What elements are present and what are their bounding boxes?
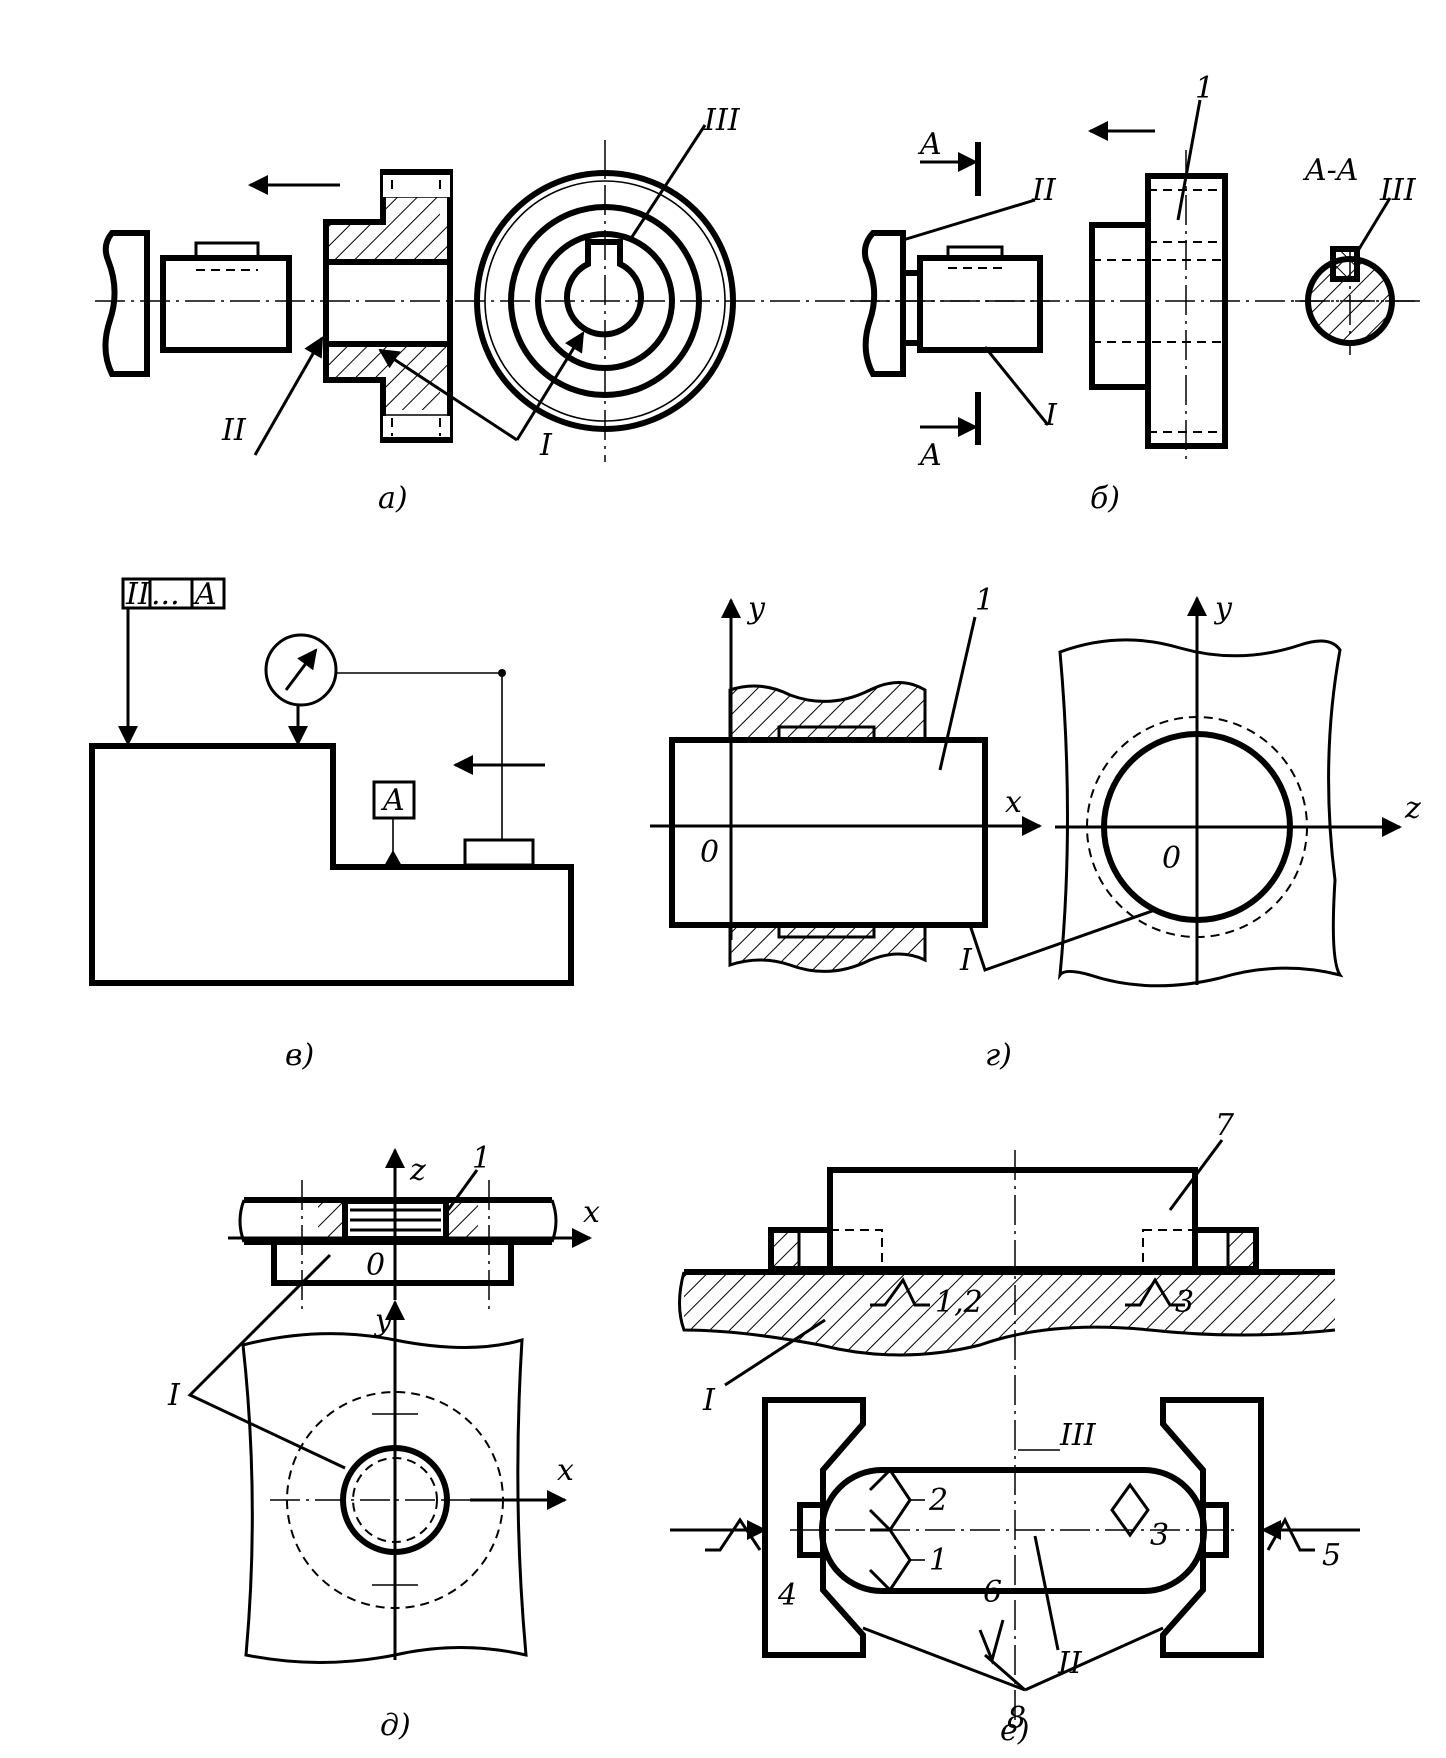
key-a [194, 241, 260, 260]
axis-g-z: z [1404, 791, 1421, 826]
stepped-part [89, 743, 574, 986]
shaft-end-b [861, 230, 906, 377]
label-d-I: I [167, 1378, 181, 1413]
label-b-AA: A-A [1302, 153, 1358, 188]
shaft-end-a [102, 230, 150, 377]
shaft-body-a [160, 255, 292, 353]
caption-e: е) [1000, 1713, 1029, 1748]
label-e-12: 1,2 [935, 1285, 983, 1320]
label-e-2: 2 [928, 1483, 948, 1518]
axis-d-x2: x [557, 1453, 574, 1488]
label-a-I: I [539, 428, 553, 463]
tol-frame-dots: ... [151, 577, 180, 612]
axis-g-y2: y [1213, 591, 1233, 626]
axis-d-0: 0 [366, 1248, 385, 1283]
dial-indicator [264, 633, 338, 707]
datum-box [372, 780, 416, 820]
label-d-1: 1 [472, 1141, 491, 1176]
label-e-II: II [1057, 1646, 1083, 1681]
label-e-4: 4 [777, 1578, 797, 1613]
axis-g-x: x [1005, 785, 1022, 820]
datum-A: A [380, 783, 405, 818]
caption-a: а) [378, 481, 408, 516]
axis-d-y: y [373, 1303, 393, 1338]
label-g-1: 1 [975, 583, 994, 618]
housing-g [1057, 638, 1344, 988]
label-e-1: 1 [929, 1543, 948, 1578]
panel-g: y x 0 1 y z 0 I г) [650, 583, 1421, 1073]
label-b-III: III [1379, 173, 1417, 208]
caption-g: г) [985, 1038, 1012, 1073]
end-view-a [474, 140, 736, 462]
panel-d: z x 0 1 y x I д) [167, 1141, 600, 1743]
label-a-II: II [221, 413, 247, 448]
panel-v: II ... A A в) [89, 577, 574, 1073]
label-e-6: 6 [983, 1575, 1002, 1610]
jaw-right [1160, 1397, 1264, 1658]
label-e-3-top: 3 [1175, 1285, 1194, 1320]
axis-d-z: z [409, 1153, 426, 1188]
tolerance-frame [121, 577, 226, 610]
label-a-III: III [703, 103, 741, 138]
gear-section-a [323, 169, 453, 443]
caption-b: б) [1090, 481, 1120, 516]
label-e-I: I [702, 1383, 716, 1418]
section-view-AA [1295, 246, 1420, 355]
label-e-5: 5 [1322, 1538, 1341, 1573]
block-7 [827, 1167, 1198, 1272]
axis-d-x: x [583, 1195, 600, 1230]
caption-v: в) [285, 1038, 314, 1073]
label-b-I: I [1044, 398, 1058, 433]
label-e-3: 3 [1150, 1518, 1169, 1553]
axis-g-y: y [746, 591, 766, 626]
label-g-I: I [959, 943, 973, 978]
jaw-left [762, 1397, 866, 1658]
panel-a: III II I а) [95, 103, 1050, 516]
tol-frame-II: II [125, 577, 151, 612]
label-b-A-bottom: A [917, 438, 942, 473]
tol-frame-A: A [192, 577, 217, 612]
panel-e: 1,2 3 7 I 2 1 3 4 5 III II 6 [670, 1108, 1360, 1748]
axis-g-0: 0 [700, 835, 719, 870]
label-e-7: 7 [1215, 1108, 1235, 1143]
label-b-1: 1 [1195, 71, 1214, 106]
caption-d: д) [380, 1708, 411, 1743]
axis-g-02: 0 [1162, 841, 1181, 876]
label-b-A-top: A [917, 127, 942, 162]
label-b-II: II [1031, 173, 1057, 208]
panel-b: A A A-A II I 1 III б) [850, 71, 1425, 516]
label-e-III: III [1059, 1418, 1097, 1453]
shaft-g [669, 737, 988, 928]
label-e-8: 8 [1007, 1701, 1026, 1736]
